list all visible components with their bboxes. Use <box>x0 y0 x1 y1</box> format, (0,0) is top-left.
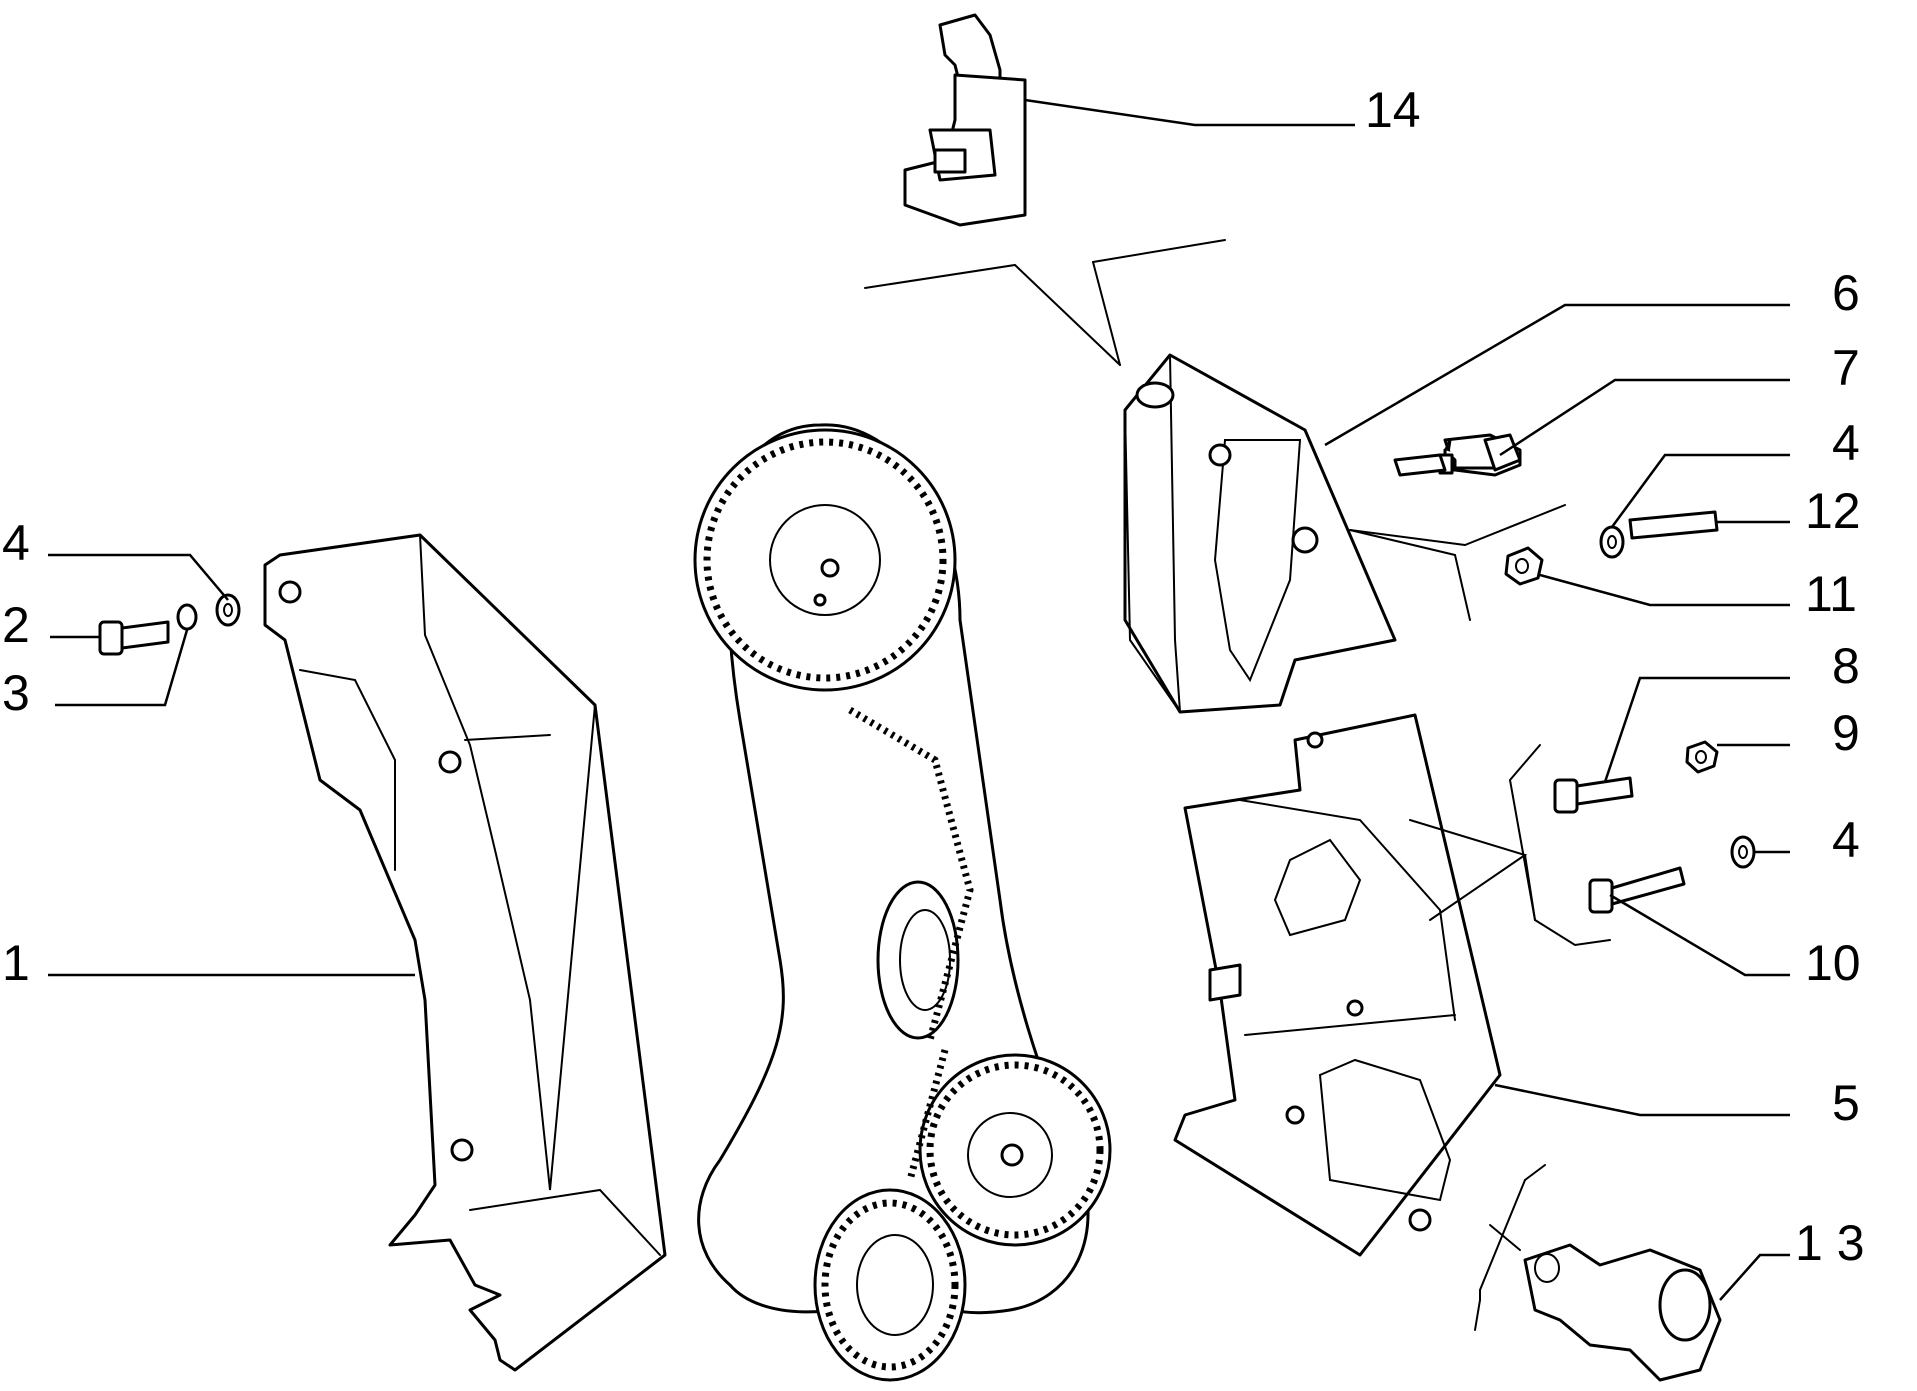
callout-7: 7 <box>1832 340 1860 396</box>
lower-cover-part-5 <box>1173 713 1502 1257</box>
callout-labels: 14 6 7 4 12 11 8 9 4 10 5 1 3 1 2 3 4 <box>2 82 1865 1271</box>
callout-10: 10 <box>1805 935 1861 991</box>
callout-3: 3 <box>2 665 30 721</box>
leader-lines <box>48 98 1790 1301</box>
callout-5: 5 <box>1832 1075 1860 1131</box>
pipe-clip-part-13 <box>1523 1243 1722 1382</box>
washer-part-4-upper-right <box>1599 525 1625 559</box>
washer-part-4-left <box>215 593 241 627</box>
nut-part-9 <box>1685 740 1719 774</box>
lower-pulley <box>813 1188 967 1382</box>
camshaft-pulley <box>693 428 957 692</box>
washer-part-3 <box>176 603 198 631</box>
bolt-part-2 <box>98 620 170 656</box>
callout-12: 12 <box>1805 483 1861 539</box>
idler-pulley <box>876 880 960 1040</box>
outer-cover-part-1 <box>263 533 667 1372</box>
washer-part-4-lower-right <box>1730 835 1756 869</box>
nut-part-11 <box>1504 546 1544 586</box>
bolt-part-10 <box>1588 866 1686 914</box>
sensor-bracket-part-14 <box>903 13 1027 227</box>
callout-4-lower: 4 <box>1832 812 1860 868</box>
bolt-part-8 <box>1553 776 1634 814</box>
upper-cover-part-6 <box>1123 353 1397 714</box>
callout-4-upper: 4 <box>1832 415 1860 471</box>
crankshaft-pulley <box>918 1053 1112 1247</box>
callout-9: 9 <box>1832 705 1860 761</box>
belt-teeth <box>848 706 974 1181</box>
callout-8: 8 <box>1832 638 1860 694</box>
group-lines <box>864 239 1611 1331</box>
stud-part-12 <box>1628 510 1719 540</box>
callout-4-left: 4 <box>2 515 30 571</box>
callout-13: 1 3 <box>1795 1215 1865 1271</box>
callout-2: 2 <box>2 597 30 653</box>
callout-1: 1 <box>2 935 30 991</box>
callout-14: 14 <box>1365 82 1421 138</box>
callout-11: 11 <box>1805 566 1857 622</box>
callout-6: 6 <box>1832 265 1860 321</box>
